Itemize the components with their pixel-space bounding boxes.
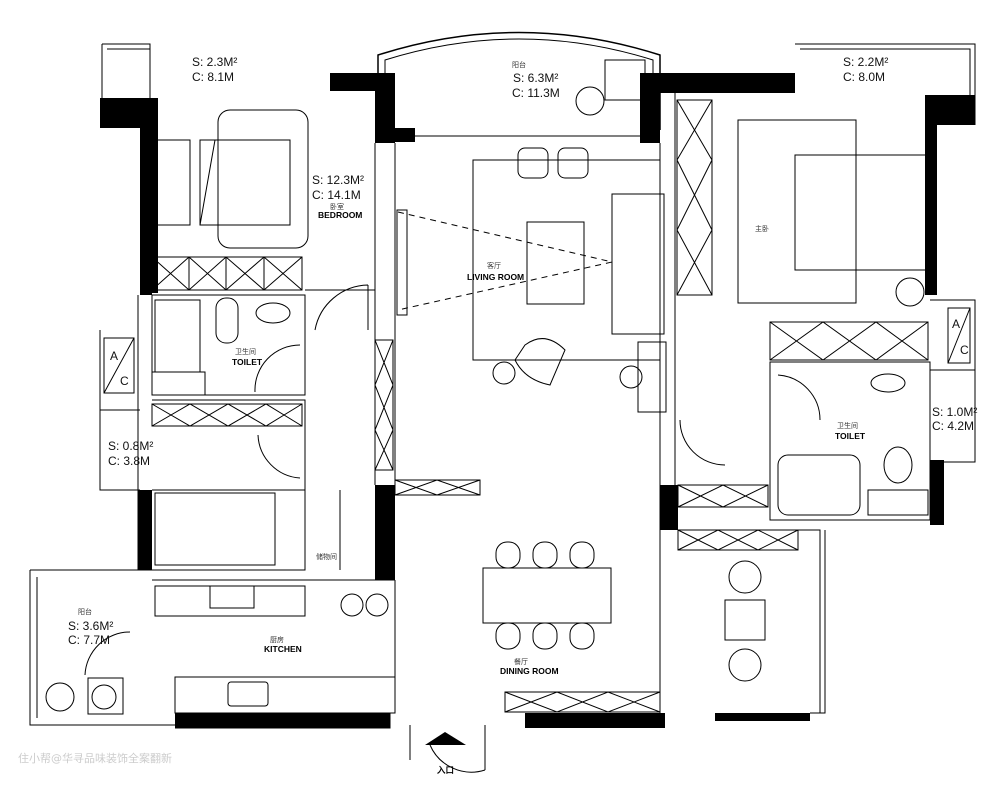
toilet-right-name-cn: 卫生间 (837, 421, 858, 430)
master-balcony-area: S: 2.2M² (843, 55, 888, 69)
kitchen-balcony-name: 阳台 (78, 607, 92, 616)
outline (29, 31, 976, 729)
living-balcony-perimeter: C: 11.3M (512, 86, 560, 100)
dining-room-name-cn: 餐厅 (514, 657, 528, 666)
dining-chairs (495, 541, 595, 650)
bed (217, 109, 309, 249)
ac-label-a: A (952, 317, 960, 331)
ac-unit-left: A C (103, 337, 135, 394)
bedroom-balcony-perimeter: C: 8.1M (192, 70, 234, 84)
toilet-left-name-cn: 卫生间 (235, 347, 256, 356)
kitchen-name-cn: 厨房 (270, 635, 284, 644)
ac-label-c: C (120, 374, 129, 388)
living-balcony-area: S: 6.3M² (513, 71, 558, 85)
sofa (611, 193, 665, 335)
kitchen-balcony-perimeter: C: 7.7M (68, 633, 110, 647)
left-ac-perimeter: C: 3.8M (108, 454, 150, 468)
left-ac-area: S: 0.8M² (108, 439, 153, 453)
ac-label-a: A (110, 349, 118, 363)
sink (255, 302, 291, 324)
right-ac-area: S: 1.0M² (932, 405, 977, 419)
living-room-name-en: LIVING ROOM (467, 272, 524, 282)
master-bedroom-name: 主卧 (755, 224, 769, 233)
toilet-right-name-en: TOILET (835, 431, 866, 441)
labels: S: 2.3M² C: 8.1M 阳台 S: 6.3M² C: 11.3M S:… (18, 55, 977, 775)
living-room-name-cn: 客厅 (487, 261, 501, 270)
master-bed (794, 154, 931, 271)
bedroom-area: S: 12.3M² (312, 173, 364, 187)
entrance-arrow (425, 732, 466, 745)
right-ac-perimeter: C: 4.2M (932, 419, 974, 433)
doors (84, 284, 821, 773)
kitchen-name-en: KITCHEN (264, 644, 302, 654)
walls (100, 73, 975, 728)
dining-room-name-en: DINING ROOM (500, 666, 559, 676)
bedroom-balcony-area: S: 2.3M² (192, 55, 237, 69)
ac-unit-right: A C (947, 307, 971, 364)
kitchen-balcony-area: S: 3.6M² (68, 619, 113, 633)
watermark: 住小帮@华寻品味装饰全案翻新 (18, 751, 172, 765)
toilet-bowl (215, 297, 239, 344)
armchair (514, 338, 566, 386)
living-balcony-name: 阳台 (512, 60, 526, 69)
stove (227, 681, 269, 707)
master-balcony-perimeter: C: 8.0M (843, 70, 885, 84)
toilet-left-name-en: TOILET (232, 357, 263, 367)
bedroom-name-en: BEDROOM (318, 210, 362, 220)
entrance-label: 入口 (436, 765, 454, 775)
ac-label-c: C (960, 343, 969, 357)
bedroom-name-cn: 卧室 (330, 202, 344, 211)
furniture (45, 59, 931, 715)
storage-name: 储物间 (316, 552, 337, 561)
dining-table (482, 567, 612, 624)
cabinets (151, 99, 929, 713)
coffee-table (526, 221, 585, 305)
bedroom-perimeter: C: 14.1M (312, 188, 361, 202)
